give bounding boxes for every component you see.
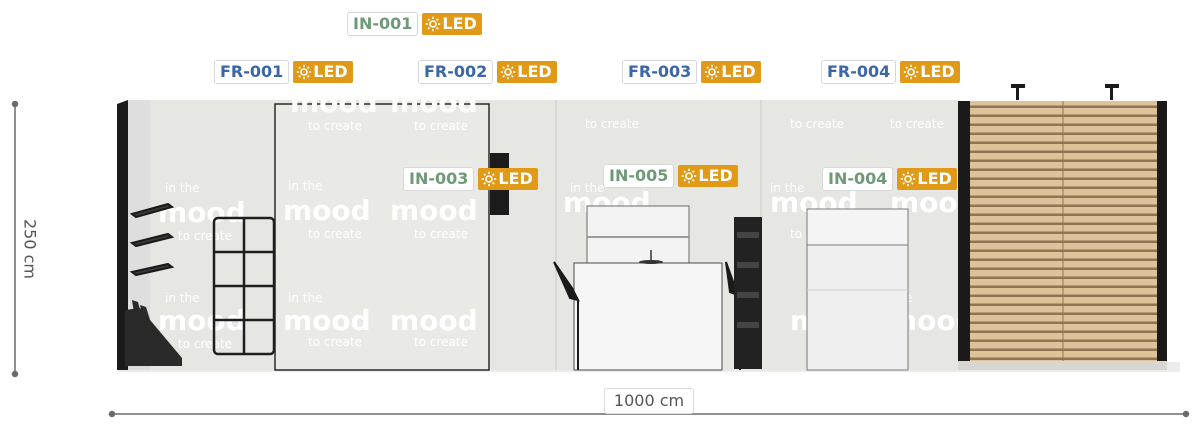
led-badge: LED — [701, 61, 761, 83]
sun-icon — [296, 64, 312, 80]
led-label: LED — [313, 62, 348, 81]
sun-icon — [704, 64, 720, 80]
led-label: LED — [517, 62, 552, 81]
watermark-line1: in the — [165, 291, 199, 305]
tag-code: IN-003 — [403, 167, 475, 191]
tag-code: IN-001 — [347, 12, 419, 36]
sun-icon — [681, 168, 697, 184]
width-dimension-label: 1000 cm — [604, 388, 694, 414]
tag-code: FR-003 — [622, 60, 698, 84]
sun-icon — [903, 64, 919, 80]
slat-wall-frame-left — [958, 101, 970, 361]
watermark-line3: to create — [585, 117, 639, 131]
watermark-line3: to create — [414, 119, 468, 133]
watermark-line3: to create — [308, 335, 362, 349]
tag-code: FR-001 — [214, 60, 290, 84]
tag-fr-004[interactable]: FR-004 LED — [821, 60, 960, 84]
led-label: LED — [698, 166, 733, 185]
panel-watermarks: mood to create mood to create in the moo… — [283, 86, 478, 349]
watermark-line3: to create — [178, 229, 232, 243]
sun-icon — [481, 171, 497, 187]
watermark-line3: to create — [178, 337, 232, 351]
watermark-line1: in the — [288, 179, 322, 193]
tag-fr-002[interactable]: FR-002 LED — [418, 60, 557, 84]
spotlights — [1011, 84, 1119, 100]
led-badge: LED — [900, 61, 960, 83]
watermark-line2: mood — [158, 196, 246, 229]
watermark-line3: to create — [308, 227, 362, 241]
watermark-line2: mood — [390, 86, 478, 119]
watermark-line2: mood — [283, 194, 371, 227]
watermark-line1: in the — [288, 291, 322, 305]
tag-in-003[interactable]: IN-003 LED — [403, 167, 538, 191]
tag-fr-001[interactable]: FR-001 LED — [214, 60, 353, 84]
dimension-width — [108, 410, 1190, 418]
watermark-line3: to create — [790, 117, 844, 131]
tag-in-004[interactable]: IN-004 LED — [822, 167, 957, 191]
counter — [573, 262, 723, 371]
sun-icon — [500, 64, 516, 80]
watermark-line2: mood — [290, 86, 378, 119]
slat-wall-plinth — [958, 361, 1167, 370]
tag-in-001[interactable]: IN-001 LED — [347, 12, 482, 36]
watermark-line2: mood — [390, 304, 478, 337]
dimension-height — [11, 100, 19, 378]
watermark-line1: in the — [770, 181, 804, 195]
display-case — [586, 205, 690, 265]
led-badge: LED — [678, 165, 738, 187]
watermark-line2: mood — [283, 304, 371, 337]
wall-shelves — [129, 202, 175, 277]
led-label: LED — [917, 169, 952, 188]
led-badge: LED — [478, 168, 538, 190]
led-badge: LED — [497, 61, 557, 83]
led-badge: LED — [897, 168, 957, 190]
tag-code: IN-005 — [603, 164, 675, 188]
led-label: LED — [498, 169, 533, 188]
brochure-slots — [737, 232, 759, 328]
led-label: LED — [721, 62, 756, 81]
height-dimension-label: 250 cm — [18, 214, 42, 284]
led-label: LED — [920, 62, 955, 81]
chair-rack — [125, 300, 182, 366]
tag-code: IN-004 — [822, 167, 894, 191]
sun-icon — [900, 171, 916, 187]
led-label: LED — [442, 14, 477, 33]
watermark-line3: to create — [890, 117, 944, 131]
display-case-shelf — [587, 236, 689, 238]
watermark-line1: in the — [165, 181, 199, 195]
watermark-line3: to create — [414, 227, 468, 241]
tag-fr-003[interactable]: FR-003 LED — [622, 60, 761, 84]
front-panel — [274, 103, 490, 371]
tag-code: FR-002 — [418, 60, 494, 84]
grid-shelf — [212, 216, 276, 356]
watermark-line3: to create — [308, 119, 362, 133]
left-wall-frame — [117, 100, 128, 370]
led-badge: LED — [422, 13, 482, 35]
watermark-line2: mood — [390, 194, 478, 227]
tag-code: FR-004 — [821, 60, 897, 84]
slat-wall-frame-right — [1157, 101, 1167, 361]
showcase-top — [806, 208, 909, 246]
led-badge: LED — [293, 61, 353, 83]
tag-in-005[interactable]: IN-005 LED — [603, 164, 738, 188]
sun-icon — [425, 16, 441, 32]
watermark-line3: to create — [414, 335, 468, 349]
showcase-base — [806, 244, 909, 371]
counter-lamp-base — [639, 260, 663, 264]
watermark-line1: in the — [570, 181, 604, 195]
